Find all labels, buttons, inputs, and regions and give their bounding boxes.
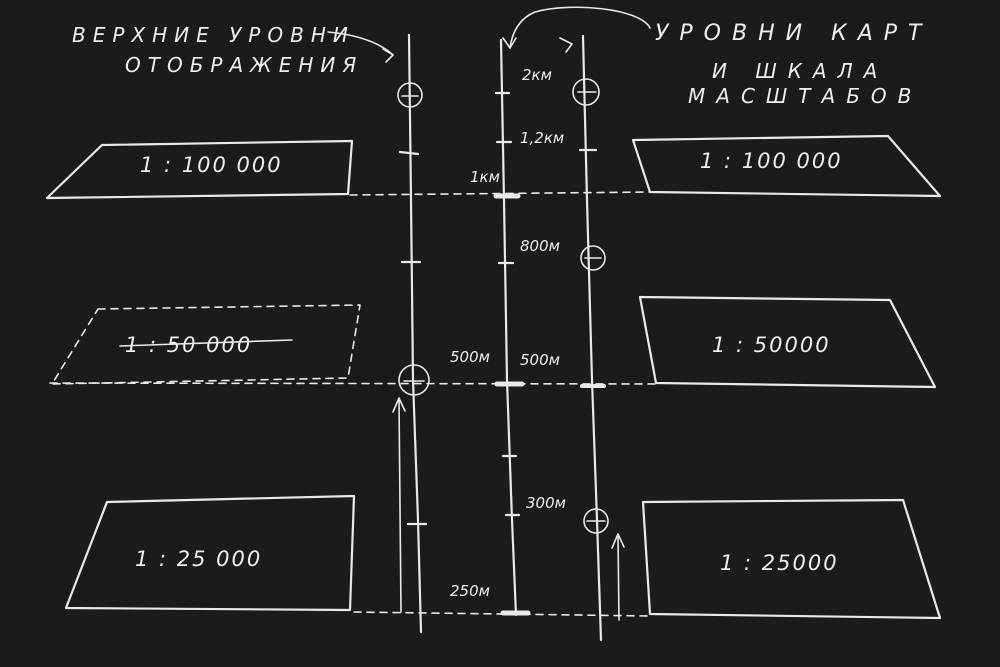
left-up-arrow: [392, 397, 406, 613]
left-title-arrow: [327, 31, 394, 63]
distance-label-2km: 2км: [522, 66, 552, 84]
distance-label-800m: 800м: [520, 237, 560, 255]
distance-label-1km: 1км: [470, 168, 500, 186]
distance-label-300m: 300м: [526, 494, 566, 512]
right-title-line2: И ШКАЛА: [712, 59, 888, 83]
scale-label-right-50k: 1 : 50000: [712, 333, 831, 357]
vertical-axis-left: [397, 33, 430, 634]
distance-label-1-2km: 1,2км: [520, 129, 564, 147]
distance-label-250m: 250м: [450, 582, 490, 600]
scale-label-right-25k: 1 : 25000: [720, 551, 839, 575]
distance-label-500m-center: 500м: [520, 351, 560, 369]
right-top-arrow: [559, 37, 573, 53]
vertical-axis-right: [572, 34, 609, 642]
right-title-line3: МАСШТАБОВ: [688, 84, 922, 108]
level-line-100k: [349, 191, 651, 196]
left-title-line1: ВЕРХНИЕ УРОВНИ: [72, 23, 355, 47]
scale-label-right-100k: 1 : 100 000: [700, 149, 843, 173]
map-sheet-right-100k: 1 : 100 000: [631, 134, 942, 198]
right-up-arrow: [611, 533, 625, 621]
map-sheet-left-100k: 1 : 100 000: [45, 139, 354, 200]
map-sheet-left-50k: 1 : 50 000: [51, 304, 361, 385]
level-line-50k: [49, 382, 661, 385]
right-title-arrow: [502, 6, 651, 49]
level-line-25k: [353, 611, 651, 617]
map-sheet-right-50k: 1 : 50000: [638, 295, 937, 389]
right-title-line1: УРОВНИ КАРТ: [655, 21, 932, 46]
vertical-axis-center: [493, 38, 531, 617]
scale-label-left-25k: 1 : 25 000: [135, 547, 262, 571]
left-title-line2: ОТОБРАЖЕНИЯ: [125, 53, 363, 77]
distance-label-500m-left: 500м: [450, 348, 490, 366]
scale-label-left-100k: 1 : 100 000: [140, 153, 283, 177]
map-sheet-left-25k: 1 : 25 000: [64, 494, 356, 612]
map-sheet-right-25k: 1 : 25000: [641, 498, 942, 620]
